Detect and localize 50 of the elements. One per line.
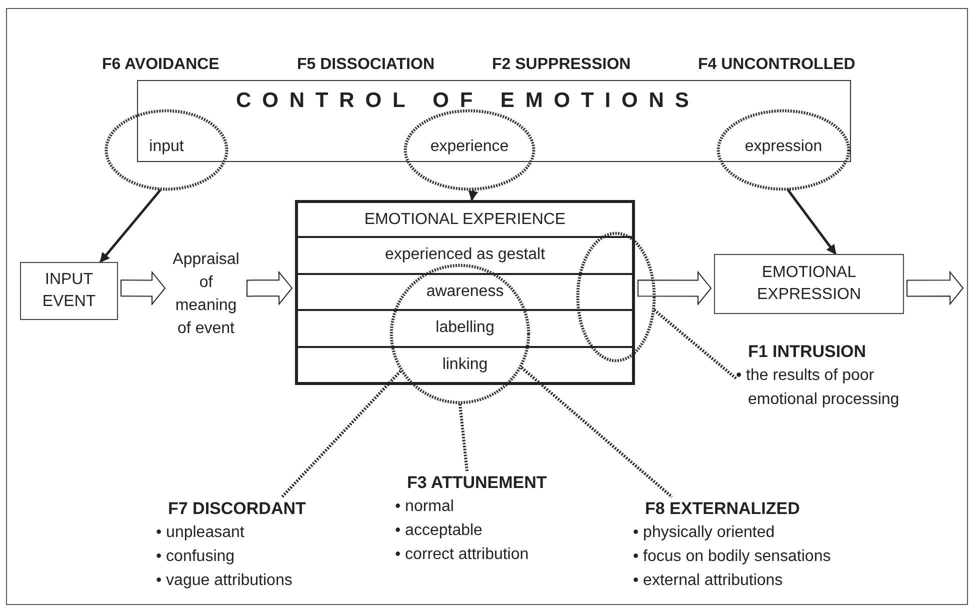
bullet-item: • confusing [156,547,236,567]
table-row: experienced as gestalt [298,236,632,272]
dotted-ellipse [105,110,228,190]
dotted-ellipse [404,110,535,190]
table-box [295,200,635,385]
flow-label: Appraisal of meaning of event [168,246,244,342]
bullet-item: • the results of poor emotional processing [736,366,900,410]
ellipse-label: experience [430,137,509,157]
block-arrow [906,270,964,306]
table-row: labelling [298,309,632,346]
arrow [786,188,837,255]
process-box [20,262,118,320]
bullet-item: • focus on bodily sensations [633,547,832,567]
leader-line [653,308,737,380]
box-label: EMOTIONAL EXPRESSION [756,263,862,305]
factor-label: F2 SUPPRESSION [492,55,632,75]
table-row: linking [298,346,632,382]
table-header: EMOTIONAL EXPERIENCE [363,210,567,230]
factor-label: F4 UNCONTROLLED [698,55,856,75]
note-heading: F3 ATTUNEMENT [406,472,548,494]
arrow [99,189,162,263]
leader-line [280,370,402,498]
factor-label: F5 DISSOCIATION [297,55,436,75]
bullet-item: • correct attribution [395,545,530,565]
note-heading: F8 EXTERNALIZED [644,498,801,520]
process-box [714,254,904,314]
bullet-item: • physically oriented [633,523,776,543]
leader-line [458,404,468,472]
block-arrow [246,270,293,306]
dotted-ellipse [577,232,655,362]
note-heading: F7 DISCORDANT [167,498,307,520]
ellipse-label: input [149,137,184,157]
block-arrow [638,270,712,306]
factor-label: F6 AVOIDANCE [102,55,220,75]
dotted-circle [390,264,530,404]
bullet-item: • unpleasant [156,523,246,543]
table-row: awareness [298,272,632,309]
block-arrow [120,270,166,306]
control-box [137,80,851,162]
box-label: INPUT EVENT [41,270,97,312]
bullet-item: • external attributions [633,571,784,591]
dotted-ellipse [717,110,850,190]
bullet-item: • normal [395,497,455,517]
ellipse-label: expression [744,137,822,157]
box-title: CONTROL OF EMOTIONS [236,88,700,114]
bullet-item: • vague attributions [156,571,294,591]
bullet-item: • acceptable [395,521,484,541]
note-heading: F1 INTRUSION [747,341,868,363]
leader-line [520,366,673,498]
arrow [468,190,478,201]
